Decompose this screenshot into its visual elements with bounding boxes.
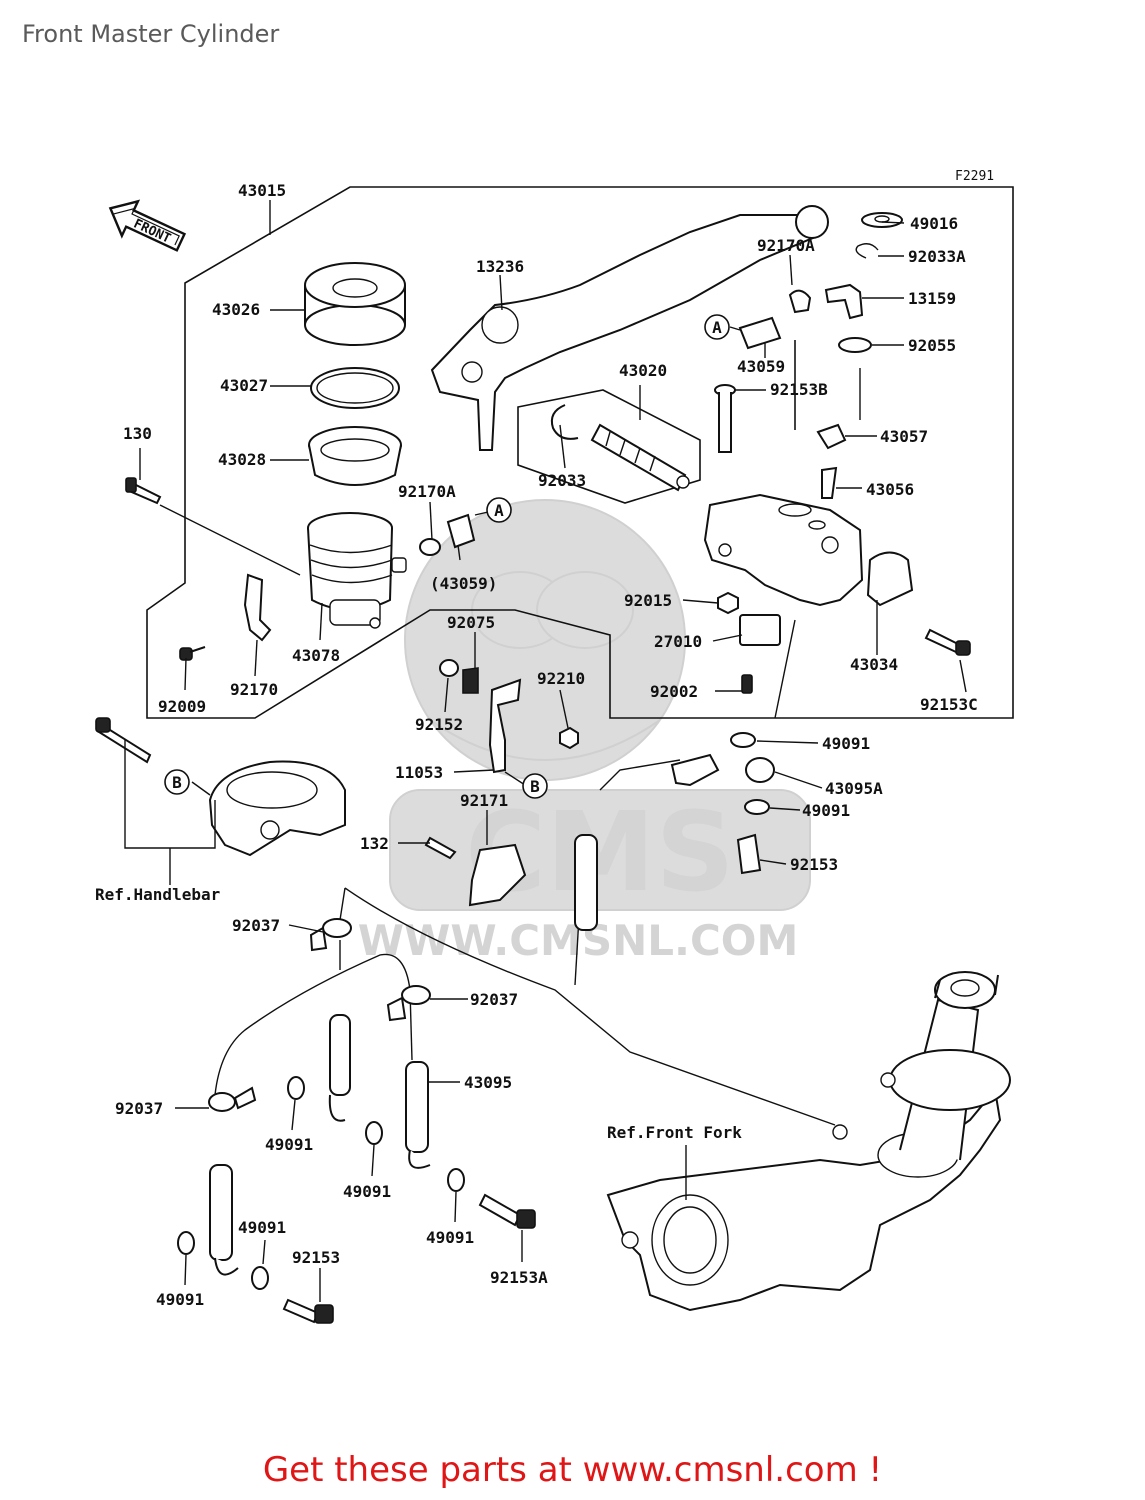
hose-sections-parts [209, 834, 598, 1276]
ref-front-fork-label: Ref.Front Fork [607, 1123, 742, 1142]
svg-text:A: A [712, 318, 722, 337]
part-label: 43015 [238, 181, 286, 200]
part-label: 92153B [770, 380, 828, 399]
part-label: 43026 [212, 300, 260, 319]
part-label: 13159 [908, 289, 956, 308]
part-label: 43057 [880, 427, 928, 446]
part-label: 43028 [218, 450, 266, 469]
reservoir-hose-fitting-parts [738, 212, 903, 499]
part-label: 43056 [866, 480, 914, 499]
part-label: 92170A [757, 236, 815, 255]
part-label: 27010 [654, 632, 702, 651]
part-label: 92037 [115, 1099, 163, 1118]
reservoir-diaphragm-part [308, 426, 402, 486]
part-label: 92170A [398, 482, 456, 501]
part-label: 43020 [619, 361, 667, 380]
screw-130-part [125, 477, 162, 505]
parts-drawings [95, 205, 1011, 1324]
part-label: (43059) [430, 574, 497, 593]
part-label: 11053 [395, 763, 443, 782]
reservoir-cap-part [304, 262, 406, 346]
part-label: 92153C [920, 695, 978, 714]
part-label: 92170 [230, 680, 278, 699]
piston-kit-part [550, 404, 690, 492]
part-label: 92153 [790, 855, 838, 874]
part-label: 49091 [156, 1290, 204, 1309]
brake-lever-part [430, 205, 829, 451]
front-arrow-icon: FRONT [108, 199, 187, 252]
promo-link-text[interactable]: Get these parts at www.cmsnl.com ! [262, 1450, 883, 1490]
figure-code: F2291 [955, 169, 994, 184]
brake-light-switch-part [739, 614, 781, 646]
part-label: 49091 [802, 801, 850, 820]
callout-letter-a-mid: A [486, 497, 512, 523]
part-label: 43034 [850, 655, 898, 674]
pivot-bolt-part [714, 384, 736, 453]
brake-hose-lines [214, 759, 836, 1126]
part-label: 92009 [158, 697, 206, 716]
nut-part [717, 591, 739, 615]
part-label: 49091 [426, 1228, 474, 1247]
banjo-fittings-parts [208, 753, 775, 1112]
svg-text:B: B [530, 777, 540, 796]
part-label: 92015 [624, 591, 672, 610]
handlebar-holder-part [95, 717, 346, 857]
svg-text:A: A [494, 501, 504, 520]
ref-handlebar-label: Ref.Handlebar [95, 885, 220, 904]
banjo-bolt-parts [282, 833, 762, 1324]
part-number-labels: F2291 43015 13236 92170A 49016 92033A 13… [95, 169, 994, 1309]
collar-parts [439, 659, 579, 750]
part-label: 49091 [343, 1182, 391, 1201]
part-label: 49016 [910, 214, 958, 233]
exploded-parts-diagram: CMS WWW.CMSNL.COM FRONT [95, 169, 1014, 1324]
part-label: 92153 [292, 1248, 340, 1267]
switch-screw-part [741, 674, 753, 694]
reservoir-hose-clamp-parts [419, 513, 476, 556]
callout-letter-a-top: A [704, 314, 730, 340]
clamp-half-part [866, 551, 914, 607]
bracket-screw-part [179, 646, 206, 661]
part-label: 49091 [265, 1135, 313, 1154]
reservoir-body-part [307, 512, 407, 629]
part-label: 92037 [232, 916, 280, 935]
part-label: 92037 [470, 990, 518, 1009]
copper-washer-parts [177, 732, 770, 1290]
part-label: 43095A [825, 779, 883, 798]
part-label: 130 [123, 424, 152, 443]
callout-letter-b-left: B [164, 769, 190, 795]
part-label: 92002 [650, 682, 698, 701]
part-label: 49091 [238, 1218, 286, 1237]
front-fork-triple-clamp-part [606, 971, 1011, 1312]
part-label: 49091 [822, 734, 870, 753]
assembly-frames [146, 186, 1014, 719]
part-label: 92033 [538, 471, 586, 490]
leader-lines [124, 200, 967, 1302]
svg-text:B: B [172, 773, 182, 792]
part-label: 13236 [476, 257, 524, 276]
part-label: 43078 [292, 646, 340, 665]
part-label: 43059 [737, 357, 785, 376]
part-label: 92075 [447, 613, 495, 632]
part-label: 43095 [464, 1073, 512, 1092]
reservoir-bracket-part [243, 573, 272, 642]
part-label: 92210 [537, 669, 585, 688]
hose-bracket-part [488, 678, 522, 774]
part-label: 43027 [220, 376, 268, 395]
part-label: 92152 [415, 715, 463, 734]
master-cylinder-body-part [703, 493, 864, 607]
part-label: 132 [360, 834, 389, 853]
part-label: 92171 [460, 791, 508, 810]
clamp-bolt-part [924, 628, 971, 656]
part-label: 92153A [490, 1268, 548, 1287]
reservoir-seal-part [310, 367, 400, 409]
page-title: Front Master Cylinder [22, 20, 280, 48]
part-label: 92033A [908, 247, 966, 266]
callout-letter-b-mid: B [522, 773, 548, 799]
part-label: 92055 [908, 336, 956, 355]
